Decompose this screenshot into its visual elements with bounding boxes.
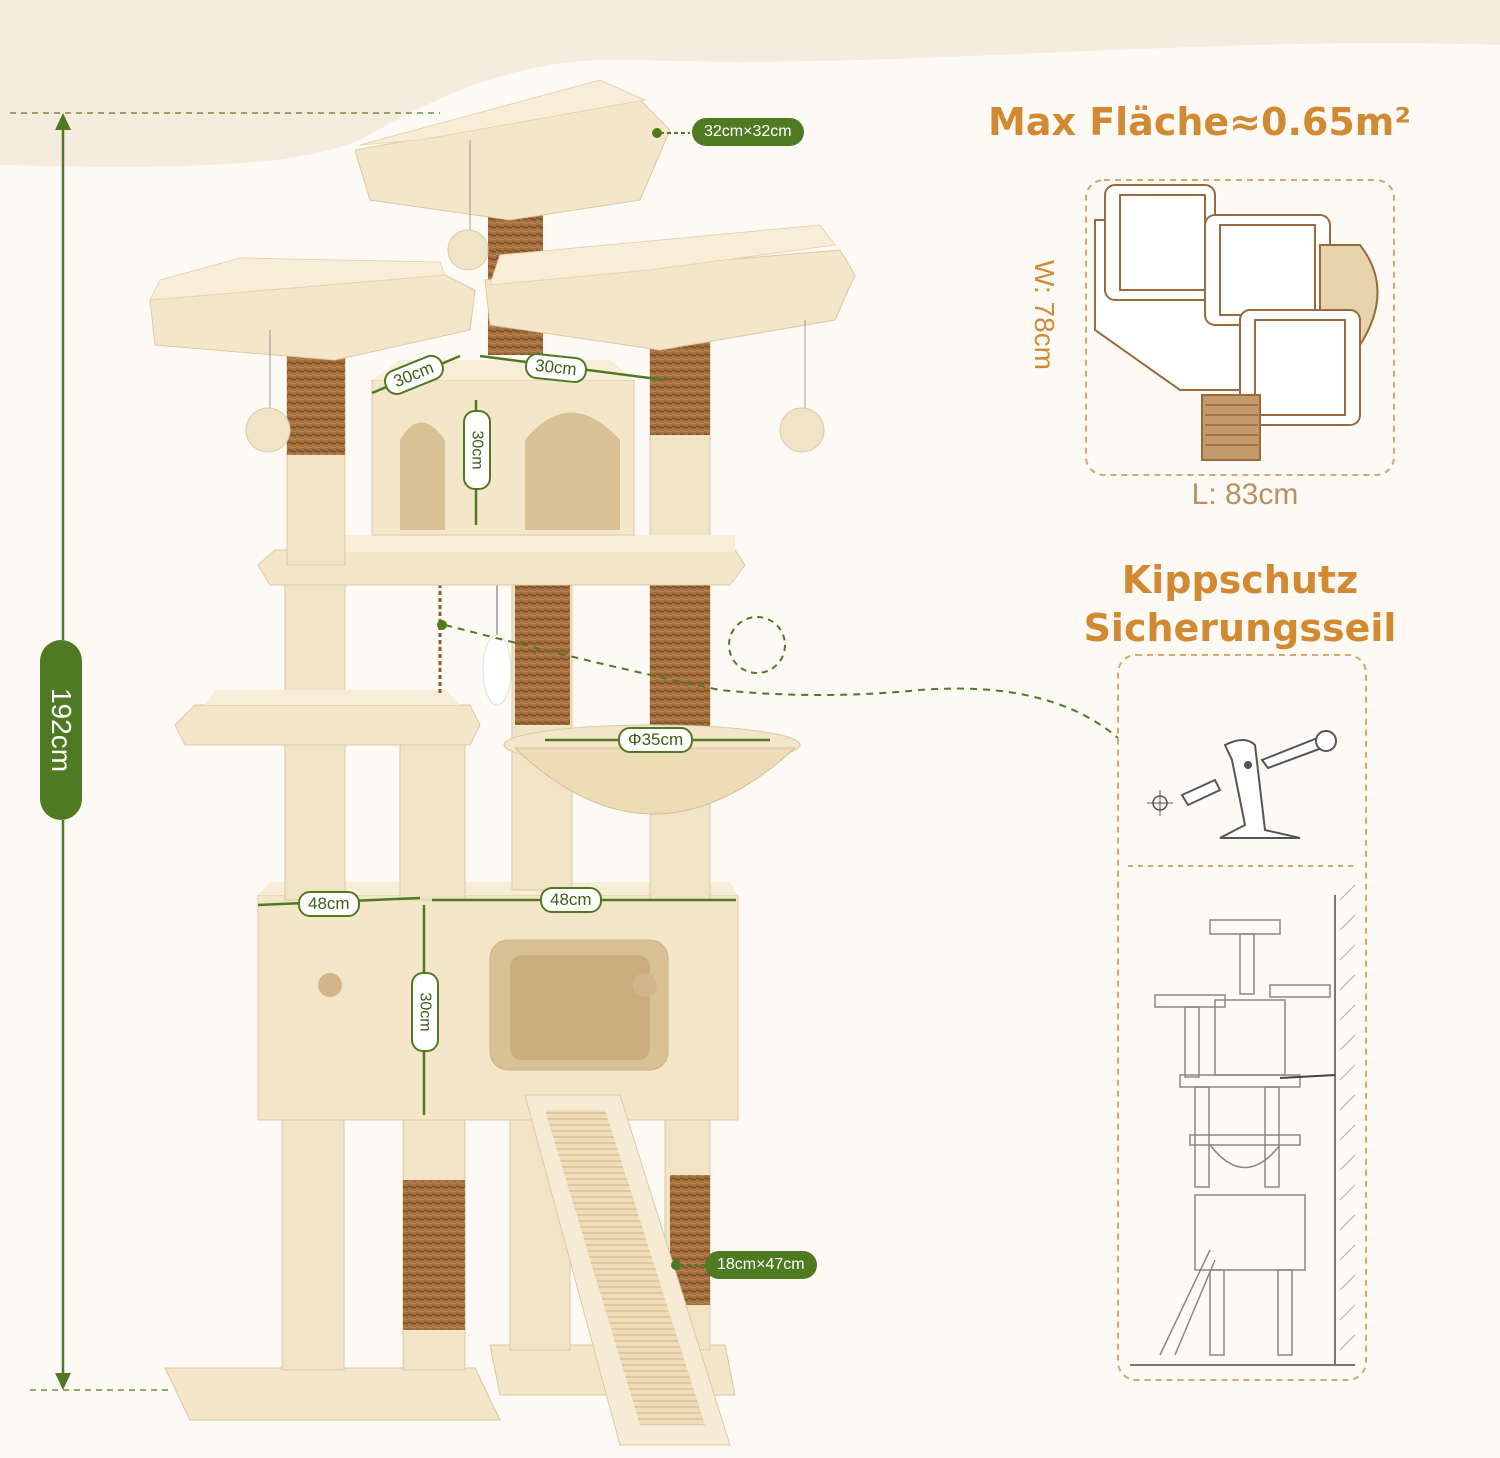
condo-height-label: 30cm <box>463 410 491 490</box>
antitip-title: Kippschutz Sicherungsseil <box>1050 556 1430 652</box>
hammock-diameter-label: Φ35cm <box>618 727 694 753</box>
base-width-label: 48cm <box>540 887 602 913</box>
base-depth-label: 48cm <box>298 891 360 917</box>
max-area-title: Max Fläche≈0.65m² <box>988 100 1412 144</box>
area-length-label: L: 83cm <box>1191 478 1299 511</box>
antitip-title-line2: Sicherungsseil <box>1083 606 1397 650</box>
top-platform-size: 32cm×32cm <box>692 118 804 146</box>
height-label: 192cm <box>40 640 82 820</box>
base-height-label: 30cm <box>411 972 439 1052</box>
antitip-title-line1: Kippschutz <box>1121 558 1359 602</box>
ramp-size: 18cm×47cm <box>705 1251 817 1279</box>
area-width-label: W: 78cm <box>1029 260 1060 370</box>
